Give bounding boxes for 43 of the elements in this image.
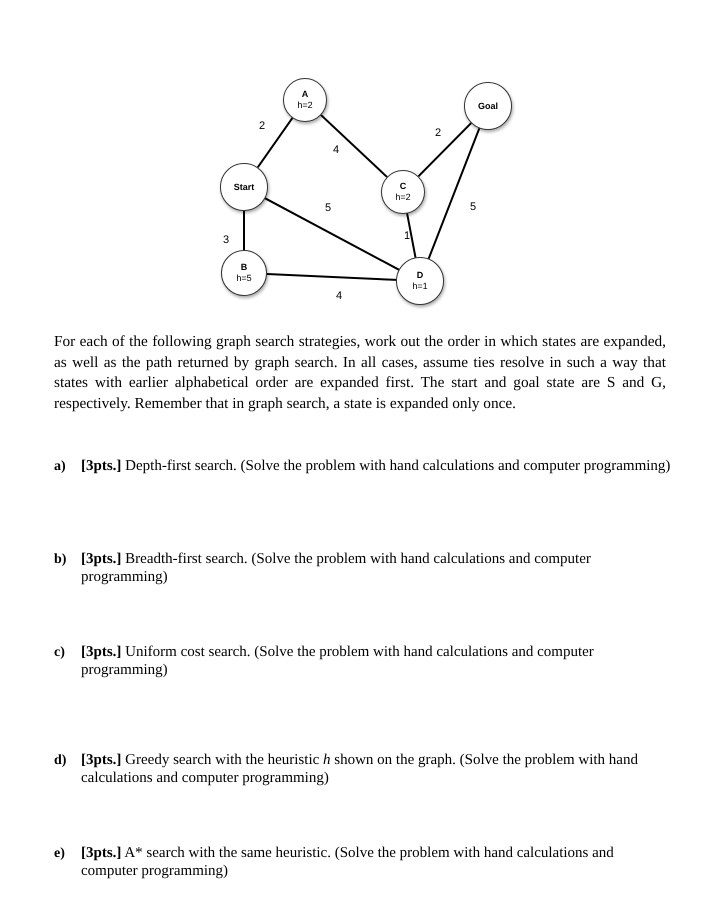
edge-line: [256, 117, 294, 168]
state-name: A: [302, 89, 308, 100]
edge-weight: 1: [404, 230, 410, 242]
question-text: [3pts.] Breadth-first search. (Solve the problem with hand calculations and computer programming): [81, 550, 592, 586]
edge-weight: 5: [470, 201, 476, 213]
question-letter: a): [54, 458, 66, 476]
state-circle: [464, 82, 512, 130]
heuristic-value: h=2: [395, 192, 411, 203]
edge-weight: 3: [222, 234, 230, 246]
edge-line: [428, 128, 480, 259]
edge-weight: 4: [336, 290, 342, 302]
state-name: C: [400, 181, 406, 192]
edge-line: [243, 211, 245, 250]
question-text: [3pts.] Greedy search with the heuristic h shown on the graph. (Solve the problem with hand calculations and computer programming): [81, 751, 639, 787]
question-text: [3pts.] Depth-first search. (Solve the problem with hand calculations and computer programming): [81, 457, 671, 475]
question-letter: b): [54, 551, 66, 569]
state-circle: [220, 163, 268, 211]
state-name: D: [416, 270, 424, 281]
heuristic-value: h=2: [297, 100, 313, 111]
heuristic-value: h=1: [412, 281, 428, 292]
edge-weight: 5: [324, 202, 332, 214]
question-letter: d): [54, 752, 66, 770]
heuristic-value: h=5: [236, 273, 252, 284]
state-circle: [381, 170, 425, 214]
edge-weight: 4: [332, 144, 340, 156]
question-text: [3pts.] Uniform cost search. (Solve the problem with hand calculations and computer programming): [81, 643, 595, 679]
edge-line: [266, 273, 396, 281]
instructions-paragraph: For each of the following graph search strategies, work out the order in which states are expanded, as well as the path returned by graph search. In all cases, assume ties resolve in such a way that states with earlier alphabetical order are expanded first. The start and goal state are S and G, respectively. Remember that in graph search, a state is expanded only once.: [54, 332, 666, 414]
edge-weight: 2: [434, 127, 442, 139]
state-name: B: [240, 262, 248, 273]
state-name: Start: [234, 182, 254, 192]
state-circle: [221, 250, 267, 296]
question-letter: e): [54, 845, 65, 863]
state-circle: [396, 257, 444, 305]
edge-line: [320, 114, 388, 178]
edge-line: [406, 213, 416, 258]
state-circle: [283, 78, 327, 122]
state-name: Goal: [478, 100, 498, 112]
question-text: [3pts.] A* search with the same heuristic. (Solve the problem with hand calculations and computer programming): [81, 844, 615, 880]
edge-line: [418, 122, 472, 178]
edge-line: [264, 197, 400, 271]
question-letter: c): [54, 644, 65, 662]
edge-weight: 2: [258, 120, 266, 132]
